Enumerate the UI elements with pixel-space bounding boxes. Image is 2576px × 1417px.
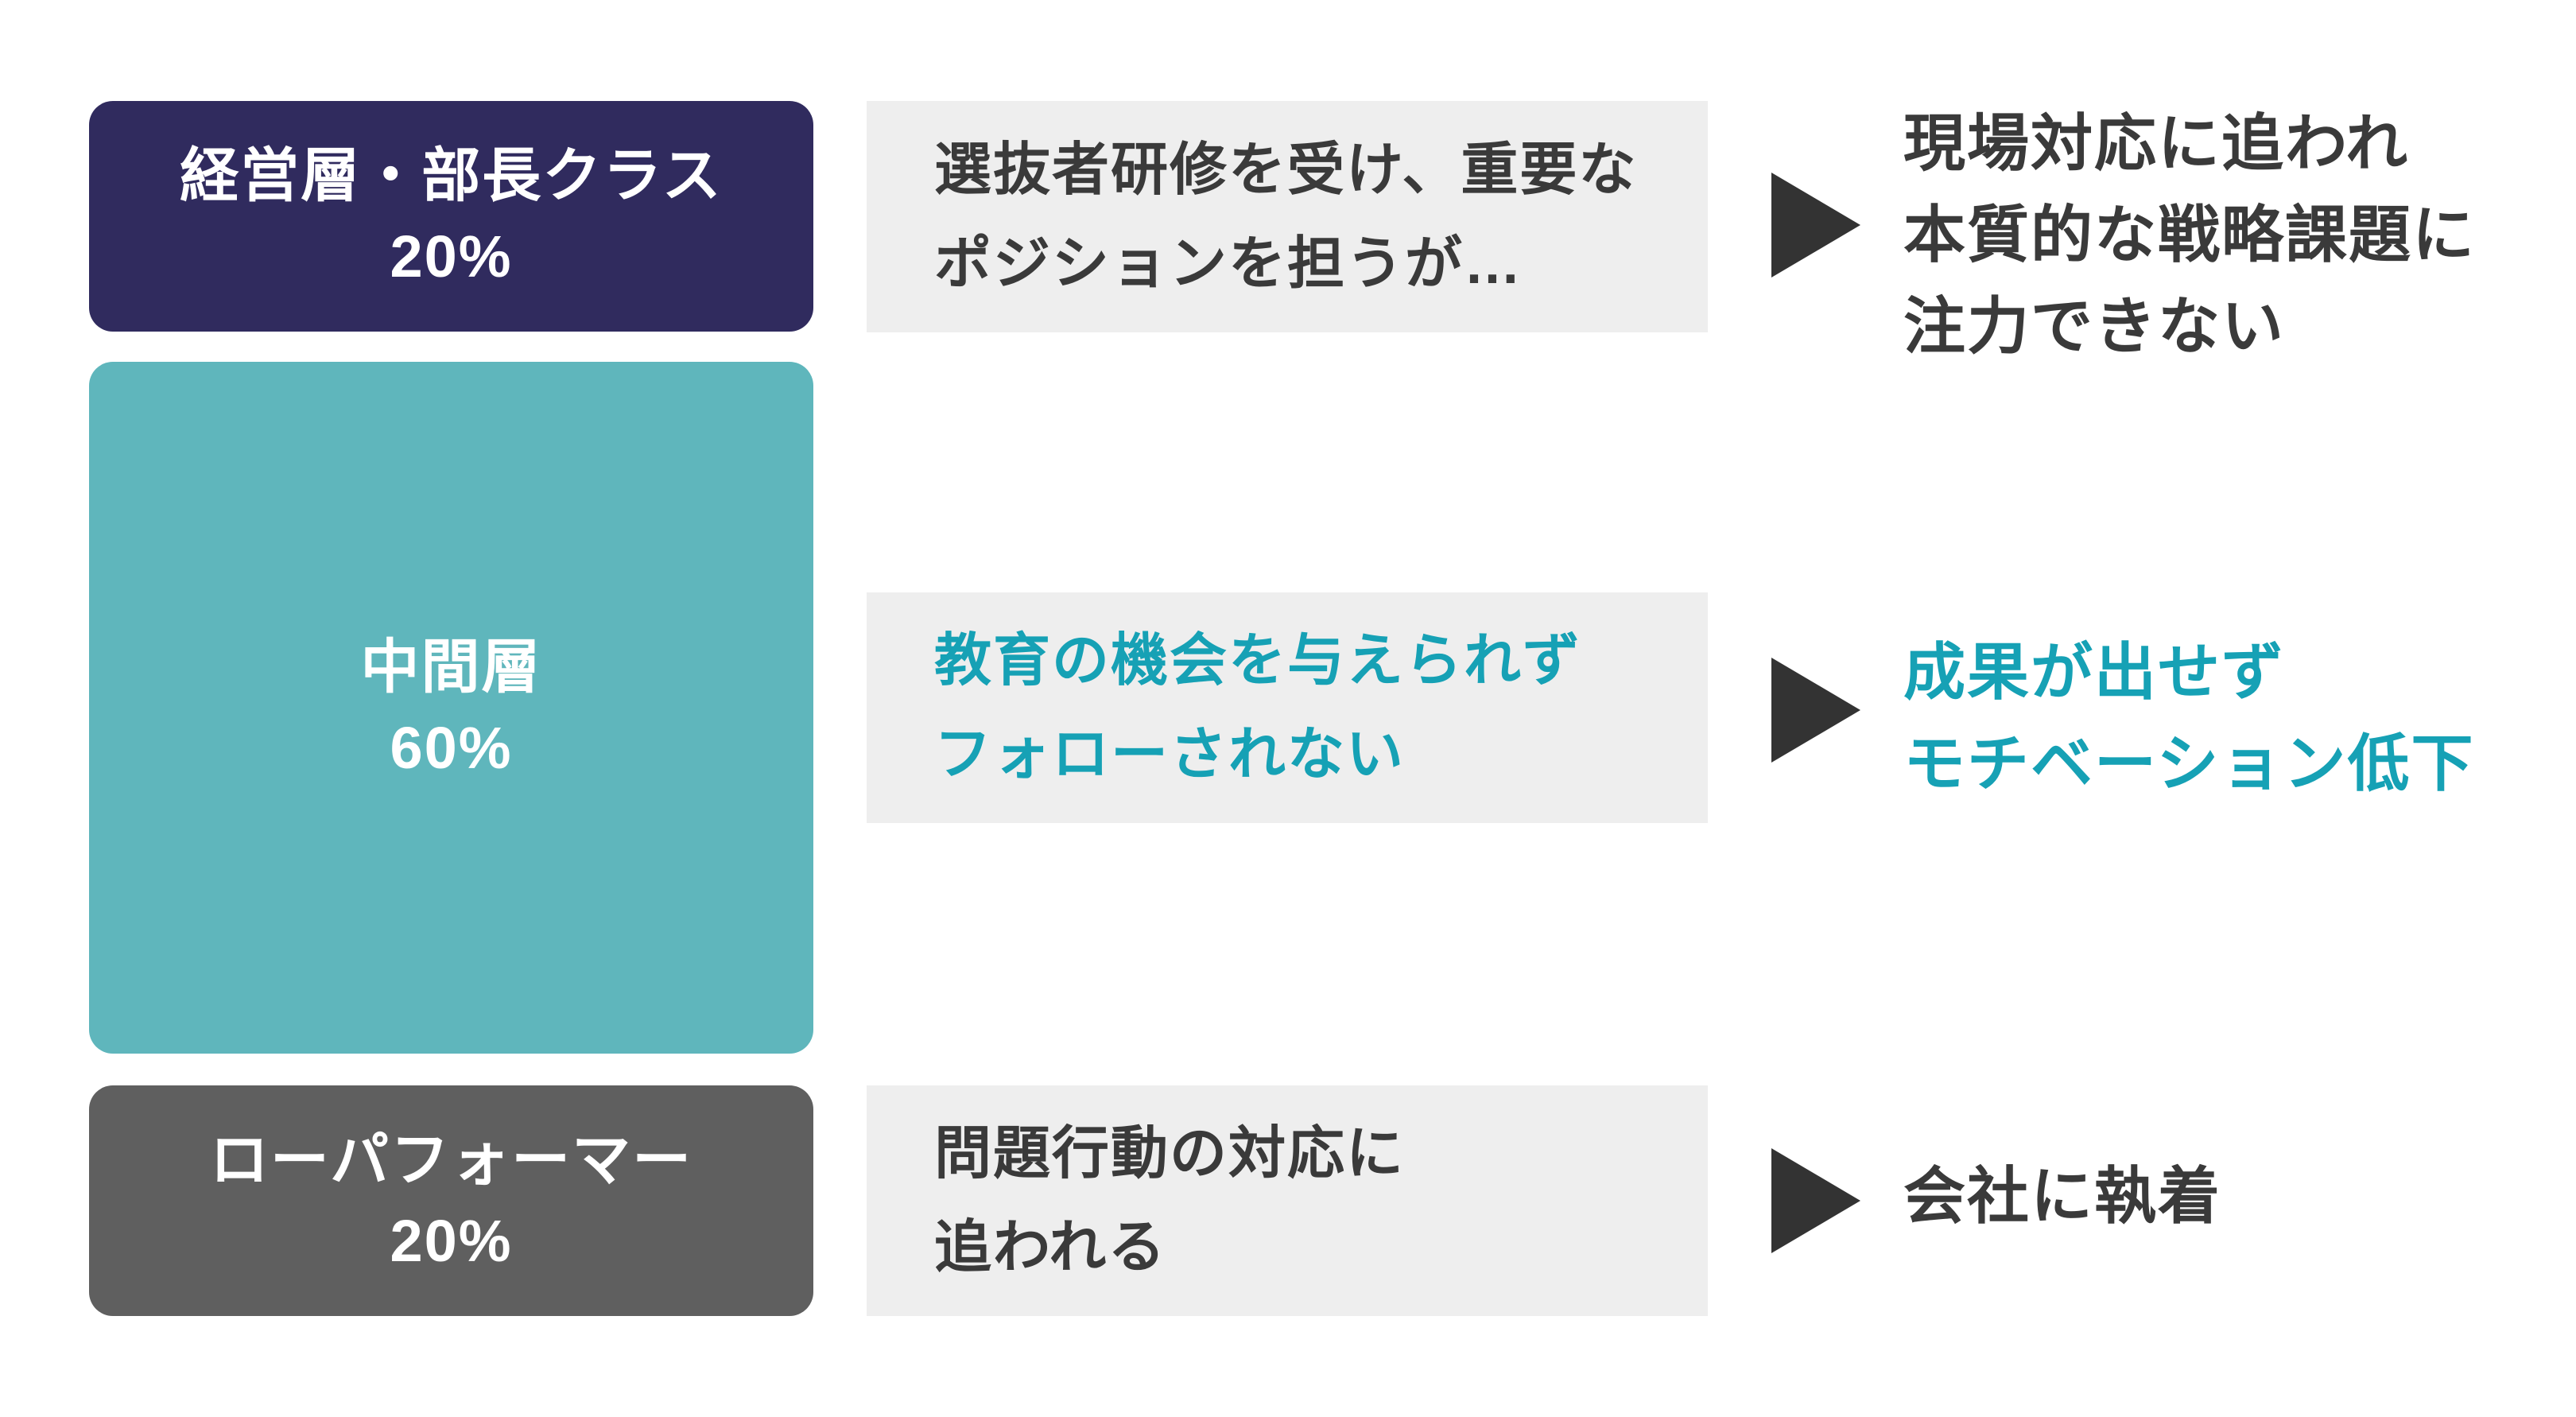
outcome-line: 現場対応に追われ [1903,108,2410,178]
segment-label: ローパフォーマー [209,1127,693,1193]
description-line: 追われる [934,1216,1167,1279]
outcome-line: 成果が出せず [1903,637,2286,707]
segment-box-executives: 経営層・部長クラス 20% [89,101,813,332]
segment-box-middle-layer: 中間層 60% [89,362,813,1054]
outcome-line: 本質的な戦略課題に [1903,200,2477,270]
outcome-middle-layer: 成果が出せず モチベーション低下 [1903,627,2474,809]
description-line: 選抜者研修を受け、重要な [934,138,1638,202]
description-line: 問題行動の対応に [934,1122,1406,1186]
outcome-line: モチベーション低下 [1903,728,2475,798]
outcome-executives: 現場対応に追われ 本質的な戦略課題に 注力できない [1903,98,2476,372]
outcome-line: 注力できない [1903,291,2286,361]
description-line: フォローされない [934,723,1406,786]
description-box-middle-layer: 教育の機会を与えられず フォローされない [867,592,1708,823]
description-box-executives: 選抜者研修を受け、重要な ポジションを担うが… [867,101,1708,332]
segment-label: 中間層 [360,634,542,700]
segment-percent: 60% [390,715,513,781]
right-arrow-icon [1771,173,1860,278]
outcome-line: 会社に執着 [1903,1161,2222,1231]
description-box-low-performers: 問題行動の対応に 追われる [867,1085,1708,1316]
segment-percent: 20% [390,223,513,289]
segment-box-low-performers: ローパフォーマー 20% [89,1085,813,1316]
right-arrow-icon [1771,658,1860,763]
segment-percent: 20% [390,1208,513,1274]
right-arrow-icon [1771,1148,1860,1253]
segment-label: 経営層・部長クラス [180,142,723,208]
outcome-low-performers: 会社に執着 [1903,1151,2221,1242]
description-line: 教育の機会を与えられず [934,629,1582,693]
description-line: ポジションを担うが… [934,231,1523,296]
